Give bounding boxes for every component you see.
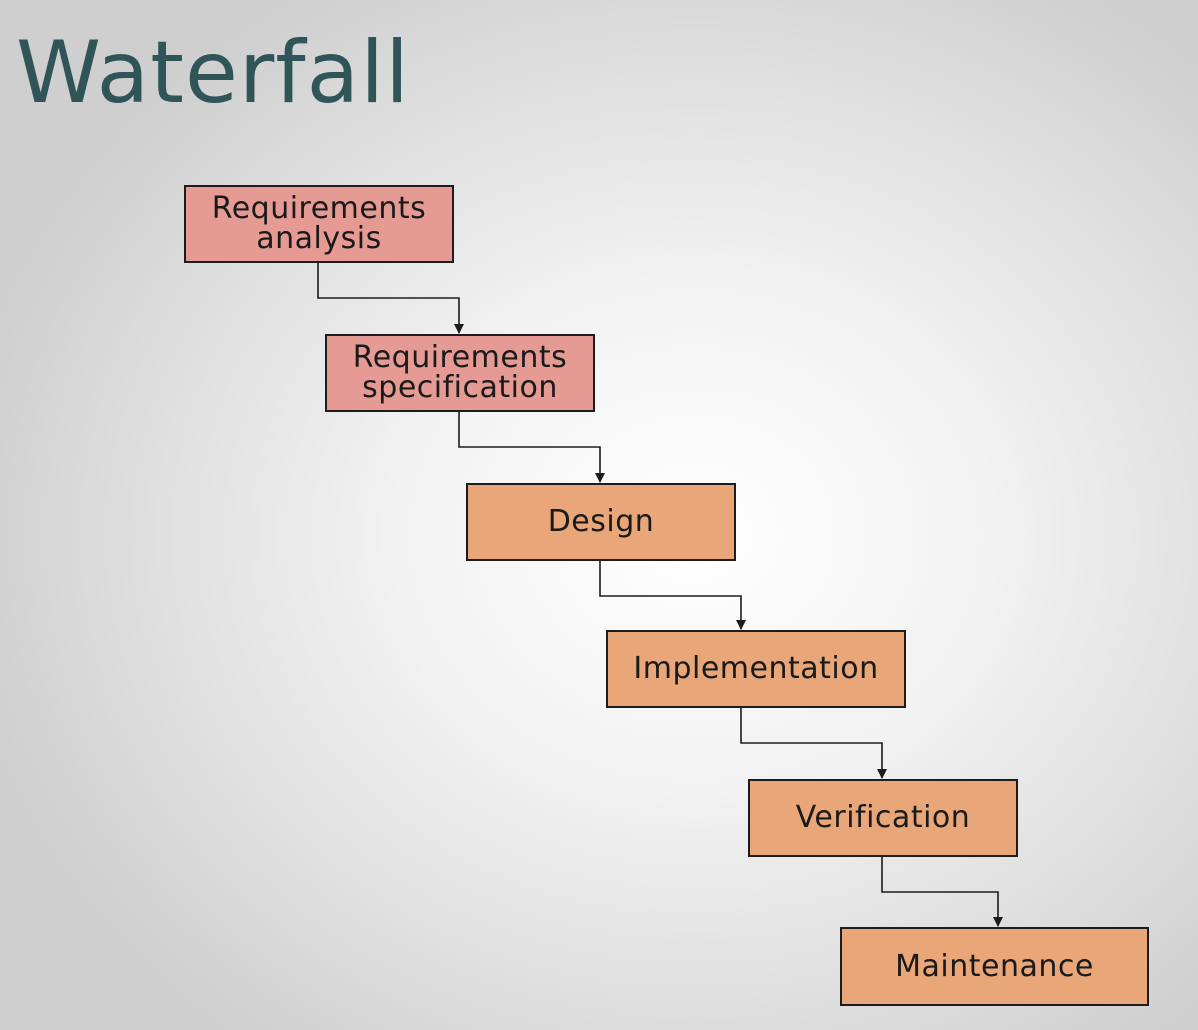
stage-implementation: Implementation: [606, 630, 906, 708]
stage-design: Design: [466, 483, 736, 561]
connector-arrow-implementation-to-verification: [740, 708, 887, 779]
stage-requirements-analysis: Requirements analysis: [184, 185, 454, 263]
stage-label: Requirements analysis: [211, 191, 427, 256]
connector-arrow-requirements-analysis-to-requirements-specification: [317, 263, 464, 334]
stage-label: Design: [547, 504, 655, 539]
stage-label: Implementation: [633, 651, 879, 686]
connector-arrow-design-to-implementation: [599, 561, 746, 630]
slide-title: Waterfall: [16, 23, 410, 123]
stage-requirements-specification: Requirements specification: [325, 334, 595, 412]
stage-label: Maintenance: [895, 948, 1094, 984]
connector-arrow-verification-to-maintenance: [881, 857, 1003, 927]
stage-label: Verification: [795, 800, 971, 835]
stage-label: Requirements specification: [352, 340, 568, 405]
connector-arrow-requirements-specification-to-design: [458, 412, 605, 483]
stage-verification: Verification: [748, 779, 1018, 857]
stage-maintenance: Maintenance: [840, 927, 1149, 1006]
